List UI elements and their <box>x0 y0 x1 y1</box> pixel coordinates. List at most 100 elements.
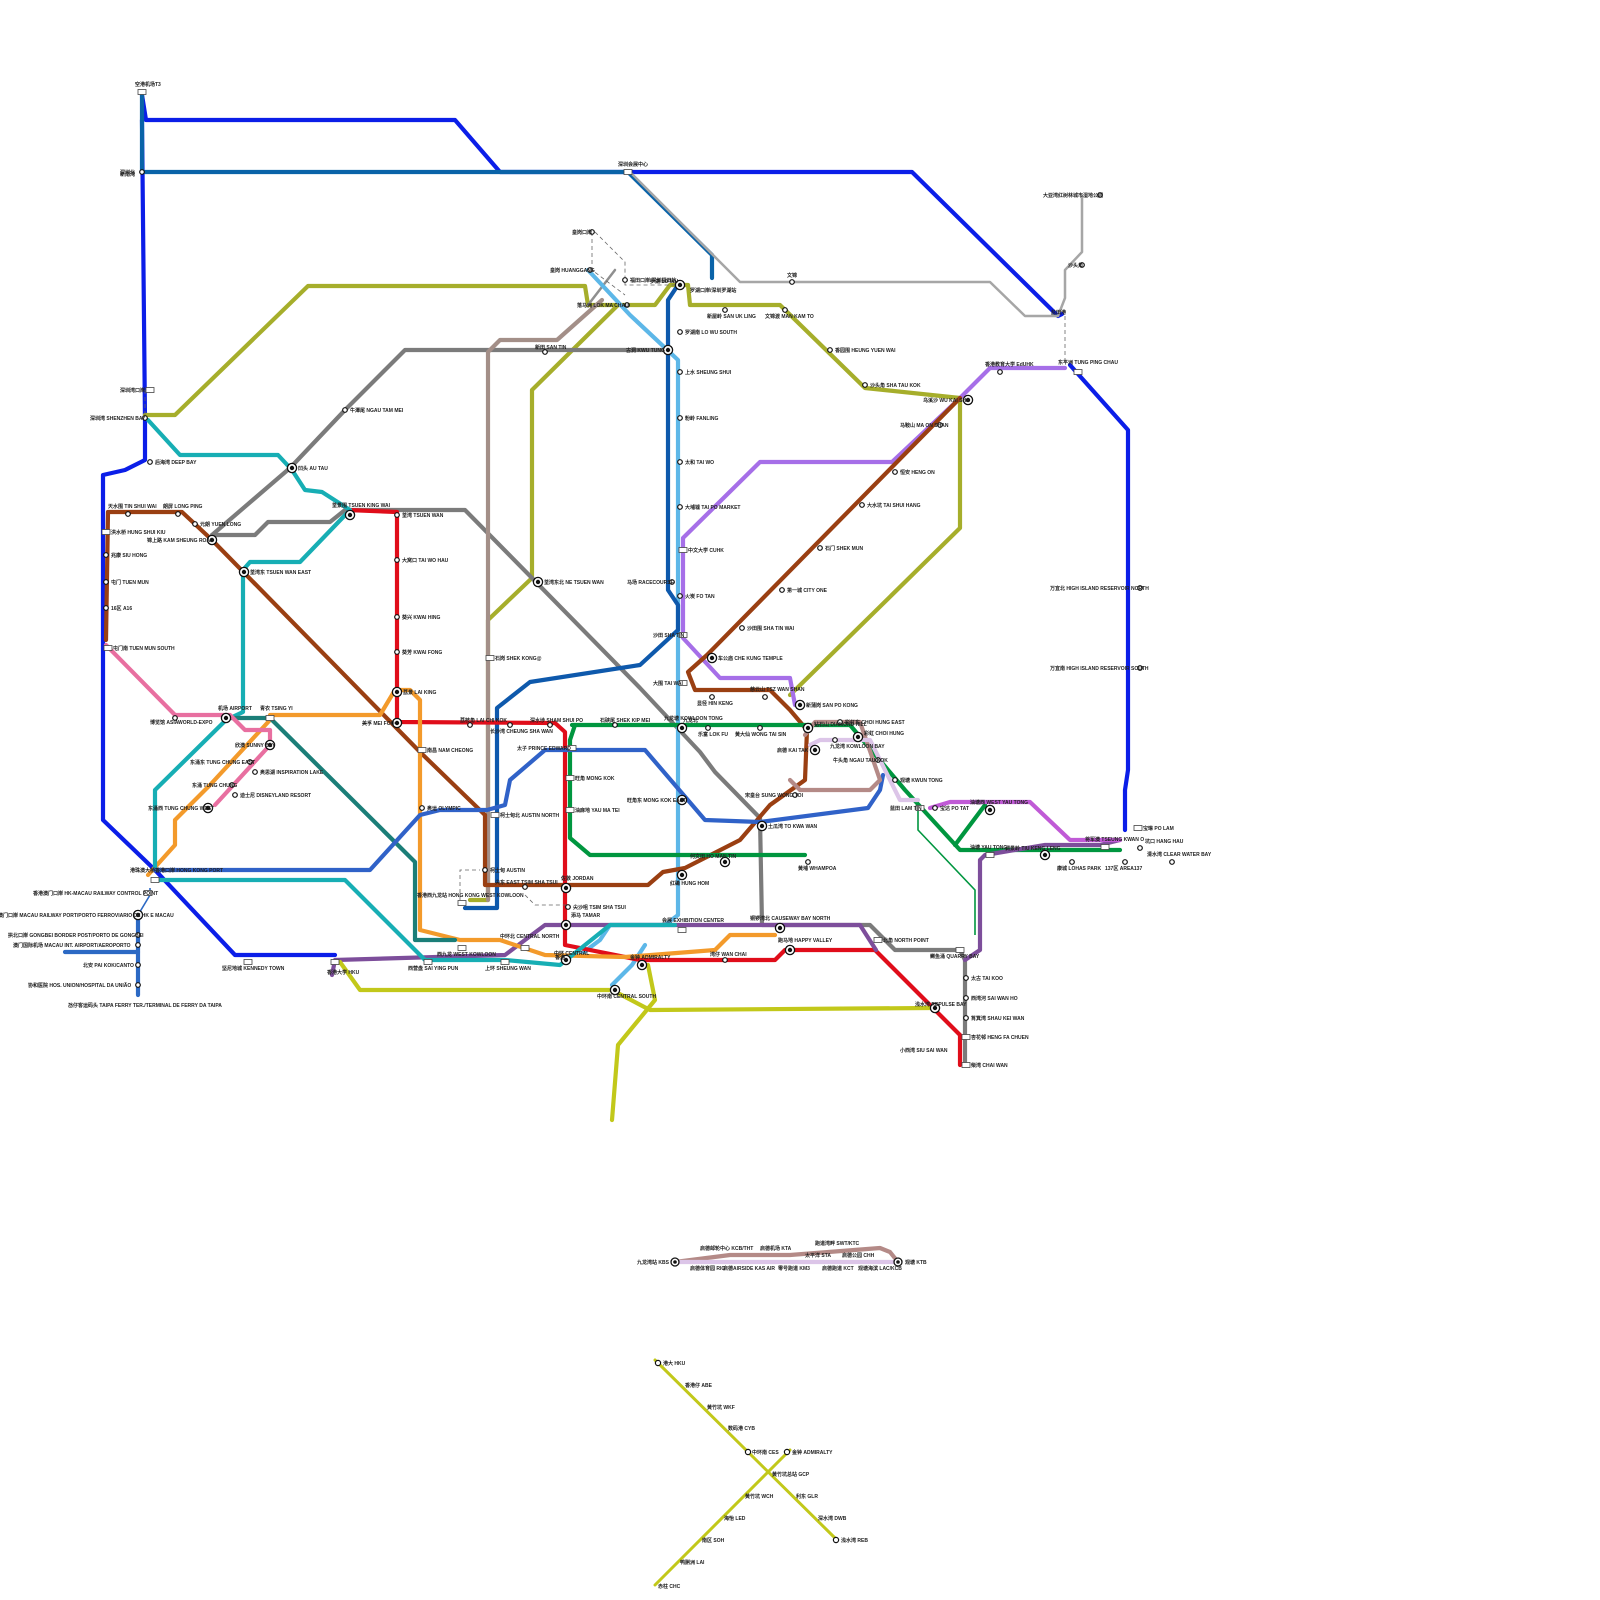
station-west-kowloon-connector[interactable] <box>458 901 466 906</box>
station-san-uk-ling[interactable] <box>723 308 728 313</box>
station-cheung-sha-wan[interactable] <box>508 723 513 728</box>
station-huanggang-port[interactable] <box>623 278 628 283</box>
station-yau-ma-tei-connector[interactable] <box>566 808 574 813</box>
station-city-one[interactable] <box>780 588 785 593</box>
station-central-north-connector[interactable] <box>521 946 529 951</box>
station-lo-wu-south[interactable] <box>678 330 683 335</box>
station-sai-ying-pun-connector[interactable] <box>424 960 432 965</box>
east-rail-line[interactable] <box>580 270 678 955</box>
station-macau-airport[interactable] <box>136 943 141 948</box>
gray-line-2[interactable] <box>212 510 965 1065</box>
kwun-tong-thin[interactable] <box>918 800 975 935</box>
station-hang-hau[interactable] <box>1138 846 1143 851</box>
station-sha-tin-wai[interactable] <box>740 626 745 631</box>
station-inspiration-lake[interactable] <box>253 770 258 775</box>
station-tsz-wan-shan[interactable] <box>763 695 768 700</box>
station-heung-yuen-wai[interactable] <box>828 348 833 353</box>
station-austin-north-connector[interactable] <box>491 813 499 818</box>
station-austin[interactable] <box>483 868 488 873</box>
station-kowloon-bay[interactable] <box>833 738 838 743</box>
station-area137[interactable] <box>1123 860 1128 865</box>
station-shau-kei-wan[interactable] <box>964 1016 969 1021</box>
station-tuen-mun-south-connector[interactable] <box>104 646 112 651</box>
light-gray-line[interactable] <box>630 172 1082 316</box>
station-nam-cheong-connector[interactable] <box>418 748 426 753</box>
station-man-kam-to[interactable] <box>783 308 788 313</box>
kwun-tong-line-south[interactable] <box>570 725 805 855</box>
station-shenzhen-north[interactable] <box>140 170 145 175</box>
station-tai-wo-hau[interactable] <box>395 558 400 563</box>
station-fanling[interactable] <box>678 416 683 421</box>
station-tsim-sha-tsui[interactable] <box>566 905 571 910</box>
station-union-hospital[interactable] <box>136 983 141 988</box>
station-po-lam-connector[interactable] <box>1134 826 1142 831</box>
station-hin-keng[interactable] <box>710 695 715 700</box>
station-hung-shui-kiu-connector[interactable] <box>102 530 110 535</box>
station-tung-ping-chau-connector[interactable] <box>1074 370 1082 375</box>
station-fo-tan[interactable] <box>678 594 683 599</box>
station-sheung-wan-connector[interactable] <box>501 960 509 965</box>
station-yau-tong-connector[interactable] <box>986 853 994 858</box>
station-quarry-bay-connector[interactable] <box>956 948 964 953</box>
station-hzmb-connector[interactable] <box>151 878 159 883</box>
station-kennedy-town-connector[interactable] <box>244 960 252 965</box>
station-wan-chai[interactable] <box>723 958 728 963</box>
station-lok-fu[interactable] <box>706 726 711 731</box>
station-west-kowloon-2-connector[interactable] <box>458 946 466 951</box>
station-kwai-fong[interactable] <box>395 650 400 655</box>
station-disneyland[interactable] <box>233 793 238 798</box>
station-lohas-park[interactable] <box>1070 860 1075 865</box>
airport-express-north[interactable] <box>142 95 712 278</box>
station-airport-t3-connector[interactable] <box>138 90 146 95</box>
station-cuhk-connector[interactable] <box>679 548 687 553</box>
tram-line-b[interactable] <box>655 1450 790 1585</box>
teal-line-2[interactable] <box>155 510 350 870</box>
station-futian-connector[interactable] <box>624 170 632 175</box>
station-olympic[interactable] <box>420 806 425 811</box>
station-tai-wo[interactable] <box>678 460 683 465</box>
station-heng-fa-chuen-connector[interactable] <box>962 1035 970 1040</box>
station-hku-connector[interactable] <box>331 960 339 965</box>
station-kwai-hing[interactable] <box>395 615 400 620</box>
station-tai-po-market[interactable] <box>678 505 683 510</box>
gray-line[interactable] <box>212 350 668 535</box>
station-chai-wan-connector[interactable] <box>962 1063 970 1068</box>
station-tsing-yi-connector[interactable] <box>266 716 274 721</box>
station-ngau-tam-mei[interactable] <box>343 408 348 413</box>
station-tsuen-wan[interactable] <box>395 513 400 518</box>
station-clear-water-bay[interactable] <box>1170 860 1175 865</box>
station-whampoa[interactable] <box>806 860 811 865</box>
station-siu-hong[interactable] <box>104 553 109 558</box>
station-mong-kok-connector[interactable] <box>566 776 574 781</box>
station-eduhk[interactable] <box>998 370 1003 375</box>
station-sheung-shui[interactable] <box>678 370 683 375</box>
blue-line-east[interactable] <box>1070 365 1128 830</box>
station-wenjin[interactable] <box>790 280 795 285</box>
station-wong-tai-sin[interactable] <box>758 726 763 731</box>
station-deep-bay[interactable] <box>148 460 153 465</box>
station-shek-mun[interactable] <box>818 546 823 551</box>
station-po-tat[interactable] <box>933 806 938 811</box>
station-tuen-mun[interactable] <box>104 580 109 585</box>
station-long-ping[interactable] <box>176 512 181 517</box>
station-tin-shui-wai[interactable] <box>126 512 131 517</box>
station-yuen-long[interactable] <box>193 522 198 527</box>
station-exhibition-center-connector[interactable] <box>678 928 686 933</box>
tram-stop-ces[interactable] <box>745 1449 750 1454</box>
tram-stop-adm[interactable] <box>784 1449 789 1454</box>
tram-stop-reb[interactable] <box>833 1537 838 1542</box>
station-sai-wan-ho[interactable] <box>964 996 969 1001</box>
steel-blue-line[interactable] <box>155 750 883 870</box>
station-a16[interactable] <box>104 606 109 611</box>
station-north-point-connector[interactable] <box>874 938 882 943</box>
station-tai-koo[interactable] <box>964 976 969 981</box>
station-shek-kong-connector[interactable] <box>486 656 494 661</box>
station-pai-kok[interactable] <box>136 963 141 968</box>
tuen-ma-line[interactable] <box>485 398 960 885</box>
station-heng-on[interactable] <box>893 470 898 475</box>
station-tseung-kwan-o-connector[interactable] <box>1101 845 1109 850</box>
station-shenzhen-bay-port-connector[interactable] <box>146 388 154 393</box>
tram-stop-hku[interactable] <box>655 1360 660 1365</box>
station-tai-shui-hang[interactable] <box>860 503 865 508</box>
ma-on-shan-line[interactable] <box>683 368 1065 555</box>
